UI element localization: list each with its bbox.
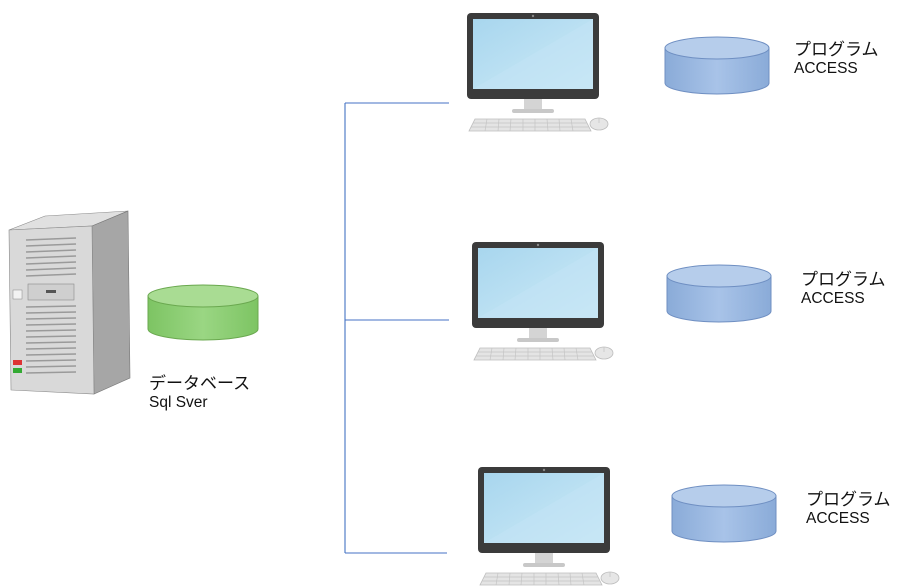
client-db-label: プログラム ACCESS [801, 270, 886, 309]
desktop-computer-icon [471, 241, 614, 361]
server-db-label: データベース Sql Sver [149, 374, 250, 413]
server-db-subtitle: Sql Sver [149, 394, 208, 412]
client-db-subtitle: ACCESS [801, 290, 865, 308]
database-cylinder-icon [147, 284, 259, 341]
database-cylinder-icon [664, 36, 770, 95]
desktop-computer-icon [466, 12, 609, 132]
server-tower-icon [8, 210, 131, 395]
desktop-computer-icon [477, 466, 620, 586]
database-cylinder-icon [666, 264, 772, 323]
client-db-label: プログラム ACCESS [794, 40, 879, 79]
client-db-subtitle: ACCESS [794, 60, 858, 78]
database-cylinder-icon [671, 484, 777, 543]
client-db-title: プログラム [794, 40, 879, 60]
client-db-title: プログラム [806, 490, 891, 510]
server-db-title: データベース [149, 374, 251, 394]
client-db-subtitle: ACCESS [806, 510, 870, 528]
connector-lines [344, 102, 449, 554]
client-db-title: プログラム [801, 270, 886, 290]
client-db-label: プログラム ACCESS [806, 490, 891, 529]
